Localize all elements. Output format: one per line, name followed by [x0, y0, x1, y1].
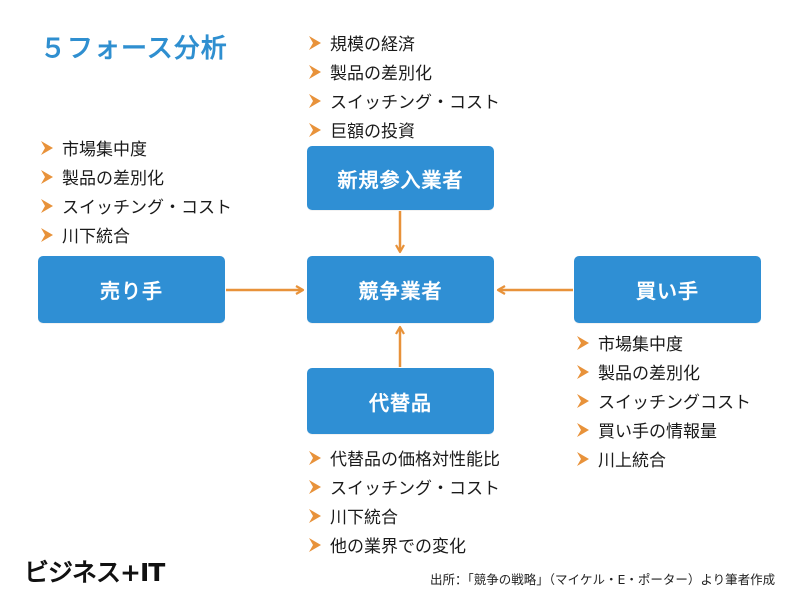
list-item: スイッチング・コスト: [306, 472, 500, 501]
chevron-right-icon: [38, 139, 56, 157]
chevron-right-icon: [306, 507, 324, 525]
list-item: 代替品の価格対性能比: [306, 443, 500, 472]
list-item-text: スイッチング・コスト: [62, 198, 232, 218]
list-item: 製品の差別化: [306, 57, 500, 86]
list-item: 川下統合: [306, 501, 500, 530]
list-item-text: スイッチングコスト: [598, 393, 751, 413]
chevron-right-icon: [306, 34, 324, 52]
list-item: 川下統合: [38, 220, 232, 249]
list-item: 規模の経済: [306, 28, 500, 57]
list-item-text: 川下統合: [330, 508, 398, 528]
list-item: スイッチングコスト: [574, 386, 751, 415]
list-item-text: 代替品の価格対性能比: [330, 450, 500, 470]
sellers-factor-list: 市場集中度製品の差別化スイッチング・コスト川下統合: [38, 133, 232, 249]
list-item: 巨額の投資: [306, 115, 500, 144]
chevron-right-icon: [306, 536, 324, 554]
chevron-right-icon: [306, 92, 324, 110]
chevron-right-icon: [574, 450, 592, 468]
chevron-right-icon: [574, 334, 592, 352]
list-item: 市場集中度: [38, 133, 232, 162]
list-item: 製品の差別化: [38, 162, 232, 191]
chevron-right-icon: [38, 226, 56, 244]
list-item-text: 川下統合: [62, 227, 130, 247]
competitors-box: 競争業者: [307, 256, 494, 323]
list-item: 他の業界での変化: [306, 530, 500, 559]
sellers-label: 売り手: [100, 279, 163, 303]
chevron-right-icon: [574, 363, 592, 381]
list-item-text: スイッチング・コスト: [330, 479, 500, 499]
buyers-box: 買い手: [574, 256, 761, 323]
list-item: 製品の差別化: [574, 357, 751, 386]
substitutes-box: 代替品: [307, 368, 494, 434]
list-item-text: 製品の差別化: [62, 169, 164, 189]
list-item-text: 川上統合: [598, 451, 666, 471]
chevron-right-icon: [38, 168, 56, 186]
list-item: 市場集中度: [574, 328, 751, 357]
chevron-right-icon: [38, 197, 56, 215]
chevron-right-icon: [306, 63, 324, 81]
page-title: ５フォース分析: [40, 34, 228, 64]
list-item-text: スイッチング・コスト: [330, 93, 500, 113]
list-item-text: 買い手の情報量: [598, 422, 717, 442]
chevron-right-icon: [306, 478, 324, 496]
chevron-right-icon: [306, 449, 324, 467]
chevron-right-icon: [306, 121, 324, 139]
list-item-text: 市場集中度: [62, 140, 147, 160]
list-item-text: 規模の経済: [330, 35, 415, 55]
list-item-text: 製品の差別化: [330, 64, 432, 84]
buyers-factor-list: 市場集中度製品の差別化スイッチングコスト買い手の情報量川上統合: [574, 328, 751, 473]
new-entrants-label: 新規参入業者: [337, 167, 464, 192]
list-item-text: 巨額の投資: [330, 122, 415, 142]
list-item: スイッチング・コスト: [38, 191, 232, 220]
list-item: 川上統合: [574, 444, 751, 473]
chevron-right-icon: [574, 392, 592, 410]
source-note: 出所：「競争の戦略」（マイケル・E・ポーター）より筆者作成: [430, 572, 776, 587]
sellers-box: 売り手: [38, 256, 225, 323]
list-item: スイッチング・コスト: [306, 86, 500, 115]
logo: ビジネス+IT: [24, 558, 165, 587]
new-entrants-box: 新規参入業者: [307, 146, 494, 210]
list-item-text: 他の業界での変化: [330, 537, 466, 557]
entrants-factor-list: 規模の経済製品の差別化スイッチング・コスト巨額の投資: [306, 28, 500, 144]
competitors-label: 競争業者: [358, 279, 443, 303]
list-item-text: 市場集中度: [598, 335, 683, 355]
substitutes-factor-list: 代替品の価格対性能比スイッチング・コスト川下統合他の業界での変化: [306, 443, 500, 559]
list-item: 買い手の情報量: [574, 415, 751, 444]
chevron-right-icon: [574, 421, 592, 439]
buyers-label: 買い手: [636, 279, 699, 303]
list-item-text: 製品の差別化: [598, 364, 700, 384]
substitutes-label: 代替品: [369, 390, 432, 415]
